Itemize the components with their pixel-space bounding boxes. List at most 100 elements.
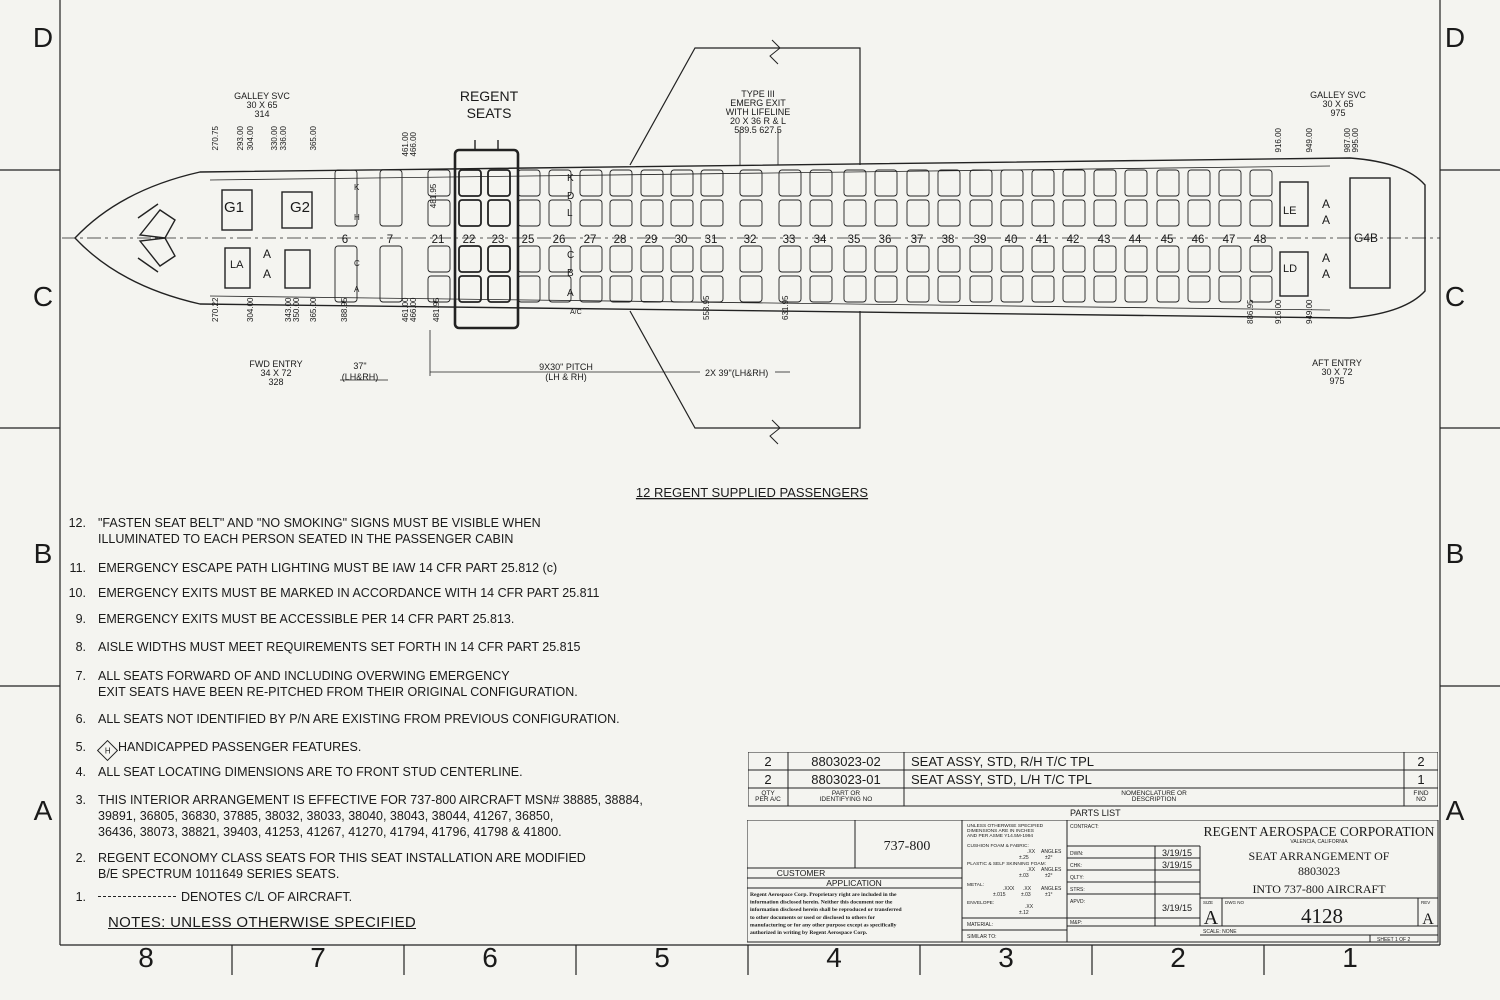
seat-row-44-c (1124, 245, 1148, 273)
tol-angles-2: ANGLES (1041, 867, 1062, 873)
parts-list-caption: PARTS LIST (1070, 808, 1121, 818)
dim-top-left-3: 330.00 (270, 125, 279, 150)
tol-angles-1: ANGLES (1041, 849, 1062, 855)
row-number-29: 29 (645, 234, 658, 246)
dim-top-left-4: 336.00 (279, 125, 288, 150)
seat-row-33-d (778, 275, 802, 303)
zone-row-A-left: A (33, 795, 53, 826)
seat-row-45-a (1156, 169, 1180, 197)
seat-row-31-d (700, 275, 724, 303)
seat-row-29-c (640, 245, 664, 273)
zone-column-8: 8 (138, 942, 154, 973)
zone-row-D-left: D (32, 22, 54, 53)
dwg-number: 4128 (1301, 904, 1343, 928)
dim-bottom-mid-1: 466.00 (409, 297, 418, 322)
seat-a-fwd: A (354, 285, 360, 294)
seat-row-36-c (874, 245, 898, 273)
mmp-label: M&P: (1070, 920, 1082, 926)
cushion-label: CUSHION FOAM & FABRIC: (967, 843, 1029, 849)
model-label: 737-800 (884, 839, 931, 854)
part-row-2-part: 8803023-01 (811, 772, 880, 787)
seat-row-33-c (778, 245, 802, 273)
application-label: APPLICATION (826, 878, 882, 888)
seat-row-40-d (1000, 275, 1024, 303)
seat-row-25-a (517, 169, 541, 197)
seat-row-38-a (937, 169, 961, 197)
dim-top-left-5: 365.00 (309, 125, 318, 150)
dim-top-right-0: 916.00 (1274, 127, 1283, 152)
seat-row-23-c (487, 245, 511, 273)
apvd-label: APVD: (1070, 899, 1085, 905)
seat-row-32-d (739, 275, 763, 303)
seat-row-23-d (487, 275, 511, 303)
similar-label: SIMILAR TO: (967, 934, 997, 940)
seat-row-35-d (843, 275, 867, 303)
seat-row-28-d (609, 275, 633, 303)
note-number: 7. (75, 669, 86, 683)
seat-row-32-a (739, 169, 763, 197)
tol-12: ±.12 (1019, 910, 1029, 916)
row-number-34: 34 (814, 234, 827, 246)
dim-top-right-1: 949.00 (1305, 127, 1314, 152)
galley-g1-label: G1 (224, 199, 244, 216)
zone-column-2: 2 (1170, 942, 1186, 973)
lav-la-label: LA (230, 259, 244, 271)
part-row-1-qty: 2 (764, 754, 771, 769)
attendant-a-label-2: A (263, 267, 271, 281)
seat-row-27-d (579, 275, 603, 303)
tol-25: ±.25 (1019, 855, 1029, 861)
seat-row-23-b (487, 199, 511, 227)
seat-row-43-a (1093, 169, 1117, 197)
row-number-32: 32 (744, 234, 757, 246)
part-row-1-find: 2 (1417, 754, 1424, 769)
part-row-1-desc: SEAT ASSY, STD, R/H T/C TPL (911, 754, 1094, 769)
seat-row-21-a (427, 169, 451, 197)
dim-bottom-right-2: 949.00 (1305, 299, 1314, 324)
note-number: 5. (75, 740, 86, 754)
row-number-30: 30 (675, 234, 688, 246)
row-number-27: 27 (584, 234, 597, 246)
seat-row-48-c (1249, 245, 1273, 273)
zone-row-B-left: B (33, 538, 53, 569)
seat-col-a: A (567, 288, 574, 299)
seat-row-40-a (1000, 169, 1024, 197)
date-dwn: 3/19/15 (1162, 848, 1192, 858)
seat-row-21-d (427, 275, 451, 303)
seat-row-37-a (906, 169, 930, 197)
seat-row-46-a (1187, 169, 1211, 197)
attendant-a-label-1: A (263, 247, 271, 261)
tol-xx-4: .XX (1025, 904, 1034, 910)
row-number-33: 33 (783, 234, 796, 246)
seat-row-44-d (1124, 275, 1148, 303)
zone-row-C-right: C (1444, 281, 1466, 312)
seat-row-7-c (379, 245, 403, 303)
qlty-label: QLTY: (1070, 875, 1084, 881)
note-text: REGENT ECONOMY CLASS SEATS FOR THIS SEAT… (98, 851, 586, 881)
pitch-9x30-label: 9X30" PITCH(LH & RH) (539, 362, 593, 382)
seat-row-29-b (640, 199, 664, 227)
note-text: DENOTES C/L OF AIRCRAFT. (98, 889, 718, 905)
note-number: 3. (75, 793, 86, 807)
sheet-label: SHEET 1 OF 2 (1377, 937, 1410, 943)
dim-bottom-mid-2: 481.95 (432, 297, 441, 322)
part-row-2-desc: SEAT ASSY, STD, L/H T/C TPL (911, 772, 1092, 787)
row-number-25: 25 (522, 234, 535, 246)
dim-bottom-exit-0: 553.95 (702, 295, 711, 320)
dwg-label: DWG NO (1225, 900, 1244, 905)
date-chk: 3/19/15 (1162, 860, 1192, 870)
dim-bottom-left-1: 304.00 (246, 297, 255, 322)
seat-row-34-a (809, 169, 833, 197)
note-number: 10. (68, 586, 86, 600)
seat-row-48-d (1249, 275, 1273, 303)
seat-row-39-a (969, 169, 993, 197)
ac-label: A/C (570, 309, 582, 316)
centerline-symbol (98, 896, 176, 897)
seat-row-25-c (517, 245, 541, 273)
seat-row-44-b (1124, 199, 1148, 227)
